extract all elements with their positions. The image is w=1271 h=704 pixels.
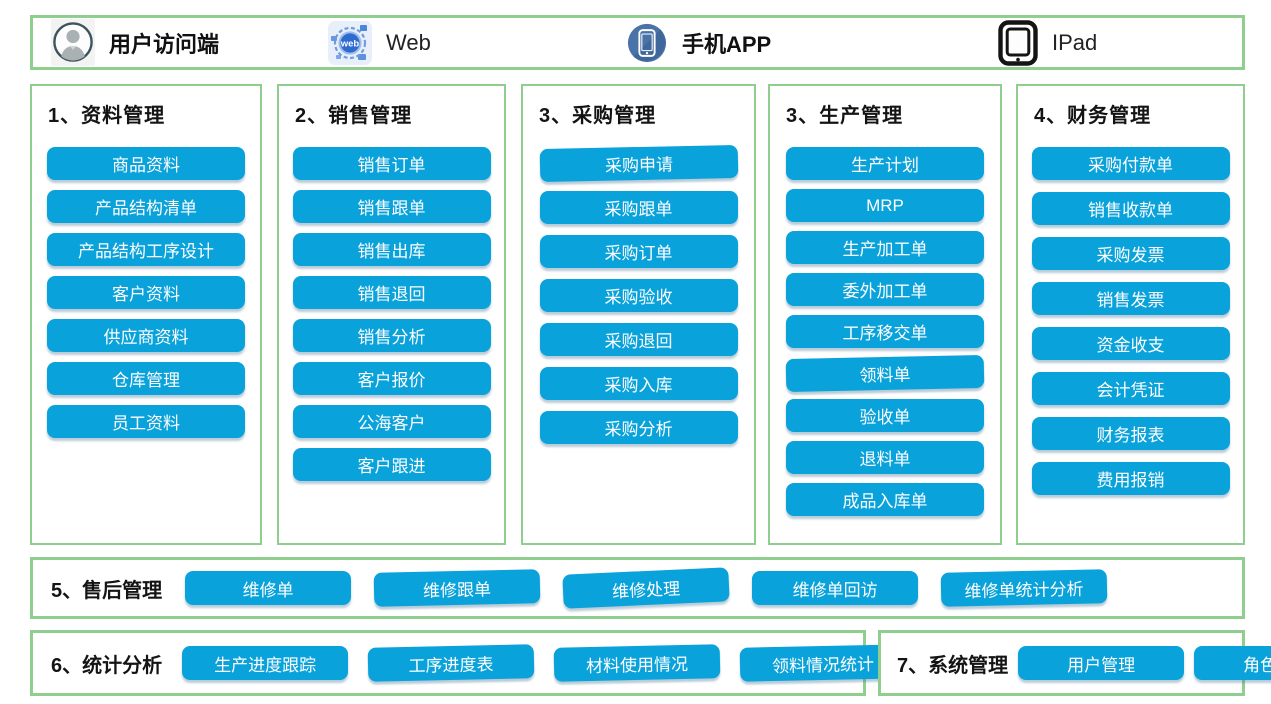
module-button[interactable]: 采购付款单 xyxy=(1031,147,1230,180)
module-button[interactable]: 采购跟单 xyxy=(539,191,738,224)
module-button[interactable]: 财务报表 xyxy=(1031,417,1230,450)
module-button[interactable]: 销售订单 xyxy=(292,147,491,180)
module-button[interactable]: 采购入库 xyxy=(539,367,738,400)
module-button[interactable]: 采购验收 xyxy=(539,279,738,312)
panel-purchase-management: 3、采购管理 采购申请 采购跟单 采购订单 采购验收 采购退回 采购入库 采购分… xyxy=(521,84,756,545)
module-button[interactable]: 员工资料 xyxy=(47,405,245,438)
user-access-bar: 用户访问端 web Web 手机APP IPad xyxy=(30,15,1245,70)
module-button[interactable]: 销售出库 xyxy=(292,233,491,266)
access-item-label: 手机APP xyxy=(682,31,772,57)
module-button[interactable]: 客户报价 xyxy=(292,362,491,395)
module-button[interactable]: 商品资料 xyxy=(47,147,245,180)
module-button[interactable]: 公海客户 xyxy=(292,405,491,438)
panel-title: 1、资料管理 xyxy=(48,105,166,127)
module-button[interactable]: 采购订单 xyxy=(539,235,738,268)
module-button[interactable]: 采购发票 xyxy=(1031,237,1230,270)
module-button[interactable]: 销售退回 xyxy=(292,276,491,309)
module-button[interactable]: 资金收支 xyxy=(1031,327,1230,360)
panel-title: 3、生产管理 xyxy=(786,105,904,127)
module-button[interactable]: 客户跟进 xyxy=(292,448,491,481)
module-button[interactable]: 成品入库单 xyxy=(786,483,984,516)
module-button[interactable]: 工序进度表 xyxy=(367,644,535,682)
panel-statistics-analysis: 6、统计分析 生产进度跟踪 工序进度表 材料使用情况 领料情况统计 xyxy=(30,630,907,696)
module-button[interactable]: 领料单 xyxy=(785,354,985,393)
access-item-label: IPad xyxy=(1052,29,1098,55)
panel-data-management: 1、资料管理 商品资料 产品结构清单 产品结构工序设计 客户资料 供应商资料 仓… xyxy=(30,84,262,545)
module-button[interactable]: 采购退回 xyxy=(539,323,738,356)
panel-title: 3、采购管理 xyxy=(539,105,657,127)
module-button[interactable]: 退料单 xyxy=(786,441,984,474)
panel-system-management: 7、系统管理 用户管理 角色管理 xyxy=(878,630,1271,696)
panel-title: 2、销售管理 xyxy=(295,105,413,127)
module-button[interactable]: 生产计划 xyxy=(786,147,984,180)
panel-sales-management: 2、销售管理 销售订单 销售跟单 销售出库 销售退回 销售分析 客户报价 公海客… xyxy=(277,84,506,545)
module-button[interactable]: 供应商资料 xyxy=(47,319,245,352)
module-button[interactable]: 生产加工单 xyxy=(786,231,984,264)
module-button[interactable]: 销售跟单 xyxy=(292,190,491,223)
access-item-mobile-app: 手机APP xyxy=(626,18,771,67)
module-button[interactable]: 维修单统计分析 xyxy=(940,569,1108,607)
module-button[interactable]: 角色管理 xyxy=(1194,646,1271,680)
ipad-icon xyxy=(998,19,1038,66)
module-button[interactable]: 维修跟单 xyxy=(373,569,541,607)
module-button[interactable]: 维修单回访 xyxy=(752,571,919,605)
access-item-label: 用户访问端 xyxy=(109,31,220,57)
phone-icon xyxy=(627,23,667,62)
web-icon-text: web xyxy=(340,38,360,49)
module-button[interactable]: 采购分析 xyxy=(539,411,738,444)
module-button[interactable]: 产品结构清单 xyxy=(47,190,245,223)
panel-after-sales-management: 5、售后管理 维修单 维修跟单 维修处理 维修单回访 维修单统计分析 xyxy=(30,557,1245,619)
module-button[interactable]: 产品结构工序设计 xyxy=(47,233,245,266)
module-button[interactable]: 销售分析 xyxy=(292,319,491,352)
panel-production-management: 3、生产管理 生产计划 MRP 生产加工单 委外加工单 工序移交单 领料单 验收… xyxy=(768,84,1002,545)
access-item-ipad: IPad xyxy=(998,18,1097,67)
module-button[interactable]: MRP xyxy=(786,189,984,222)
module-button[interactable]: 生产进度跟踪 xyxy=(182,646,349,680)
panel-title: 6、统计分析 xyxy=(51,654,163,677)
panel-finance-management: 4、财务管理 采购付款单 销售收款单 采购发票 销售发票 资金收支 会计凭证 财… xyxy=(1016,84,1245,545)
module-button[interactable]: 材料使用情况 xyxy=(553,644,721,682)
web-icon: web xyxy=(328,20,372,65)
module-button[interactable]: 销售发票 xyxy=(1031,282,1230,315)
module-button[interactable]: 工序移交单 xyxy=(786,315,984,348)
module-button[interactable]: 仓库管理 xyxy=(47,362,245,395)
module-button[interactable]: 会计凭证 xyxy=(1031,372,1230,405)
panel-title: 5、售后管理 xyxy=(51,579,163,602)
module-button[interactable]: 客户资料 xyxy=(47,276,245,309)
module-button[interactable]: 采购申请 xyxy=(539,144,738,183)
module-button[interactable]: 验收单 xyxy=(786,399,984,432)
module-button[interactable]: 销售收款单 xyxy=(1031,192,1230,225)
module-button[interactable]: 费用报销 xyxy=(1031,462,1230,495)
access-item-user: 用户访问端 xyxy=(51,18,219,67)
panel-title: 7、系统管理 xyxy=(897,654,1009,677)
panel-title: 4、财务管理 xyxy=(1034,105,1152,127)
module-button[interactable]: 委外加工单 xyxy=(786,273,984,306)
access-item-web: web Web xyxy=(328,18,431,67)
module-button[interactable]: 维修处理 xyxy=(562,567,730,609)
module-button[interactable]: 用户管理 xyxy=(1018,646,1185,680)
module-button[interactable]: 维修单 xyxy=(185,571,352,605)
access-item-label: Web xyxy=(386,29,431,55)
user-icon xyxy=(51,19,95,66)
